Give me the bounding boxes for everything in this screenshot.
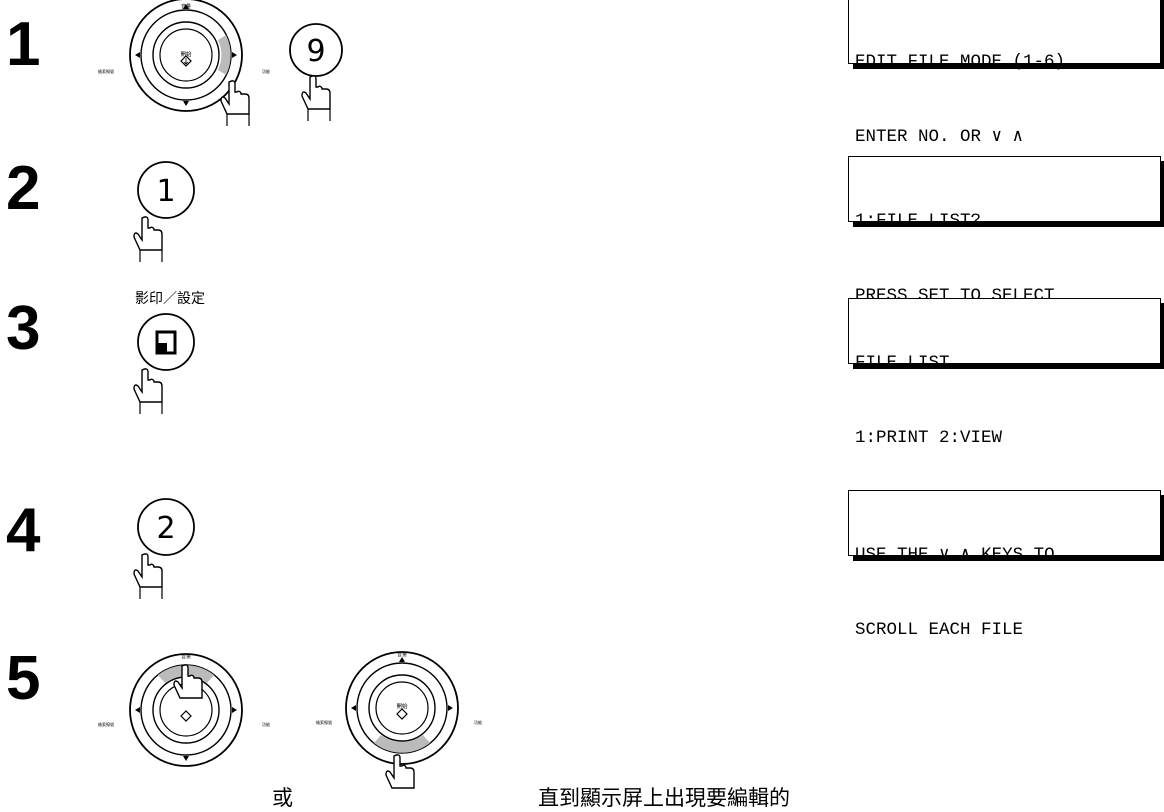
step-number: 3: [6, 294, 41, 363]
copy-set-icon: [155, 330, 177, 355]
lcd-display: EDIT FILE MODE (1-6) ENTER NO. OR ∨ ∧: [848, 0, 1161, 147]
copy-set-button[interactable]: [124, 312, 204, 472]
volume-label: 音量: [181, 653, 191, 660]
navigation-dial-down[interactable]: 開始 音量 檢索撥號 功能: [312, 648, 492, 809]
lcd-line-1: 1:FILE LIST?: [855, 211, 982, 231]
lcd-line-1: FILE LIST: [855, 353, 950, 373]
key-label: 1: [156, 174, 175, 209]
lcd-line-1: EDIT FILE MODE (1-6): [855, 52, 1066, 72]
start-label: 開始: [180, 50, 192, 58]
step-number: 1: [6, 10, 41, 79]
key-2-button[interactable]: 2: [124, 497, 204, 617]
navigation-dial-up[interactable]: 音量 檢索撥號 功能: [86, 648, 286, 778]
pointing-hand-icon: [133, 368, 163, 414]
pointing-hand-icon: [301, 75, 331, 121]
lcd-line-2: 1:PRINT 2:VIEW: [855, 428, 1003, 448]
lcd-line-2: ENTER NO. OR ∨ ∧: [855, 127, 1024, 147]
step-5-caption: 直到顯示屏上出現要編輯的: [538, 786, 790, 810]
volume-label: 音量: [397, 651, 407, 658]
directory-search-label: 檢索撥號: [98, 68, 114, 74]
key-label: 2: [156, 511, 175, 546]
key-1-button[interactable]: 1: [124, 160, 204, 275]
directory-search-label: 檢索撥號: [98, 721, 114, 727]
volume-label: 音量: [181, 3, 191, 10]
pointing-hand-icon: [173, 664, 203, 699]
step-number: 5: [6, 644, 41, 713]
step-number: 2: [6, 154, 41, 223]
lcd-display: FILE LIST 1:PRINT 2:VIEW: [848, 298, 1161, 448]
lcd-display: USE THE ∨ ∧ KEYS TO SCROLL EACH FILE: [848, 490, 1161, 640]
start-label: 開始: [396, 702, 408, 710]
step-number: 4: [6, 496, 41, 565]
navigation-dial[interactable]: 開始 音量 檢索撥號 功能: [86, 0, 286, 130]
function-label: 功能: [262, 721, 270, 727]
pointing-hand-icon: [385, 754, 415, 789]
copy-set-key-label: 影印／設定: [135, 291, 205, 307]
key-9-button[interactable]: 9: [284, 22, 354, 127]
pointing-hand-icon: [133, 553, 163, 599]
directory-search-label: 檢索撥號: [316, 719, 332, 725]
or-connector: 或: [272, 786, 293, 810]
pointing-hand-icon: [220, 80, 250, 126]
key-label: 9: [306, 34, 325, 69]
function-label: 功能: [262, 68, 270, 74]
function-label: 功能: [474, 719, 482, 725]
lcd-display: 1:FILE LIST? PRESS SET TO SELECT: [848, 156, 1161, 306]
pointing-hand-icon: [133, 216, 163, 262]
lcd-line-1: USE THE ∨ ∧ KEYS TO: [855, 545, 1055, 565]
lcd-line-2: SCROLL EACH FILE: [855, 620, 1024, 640]
